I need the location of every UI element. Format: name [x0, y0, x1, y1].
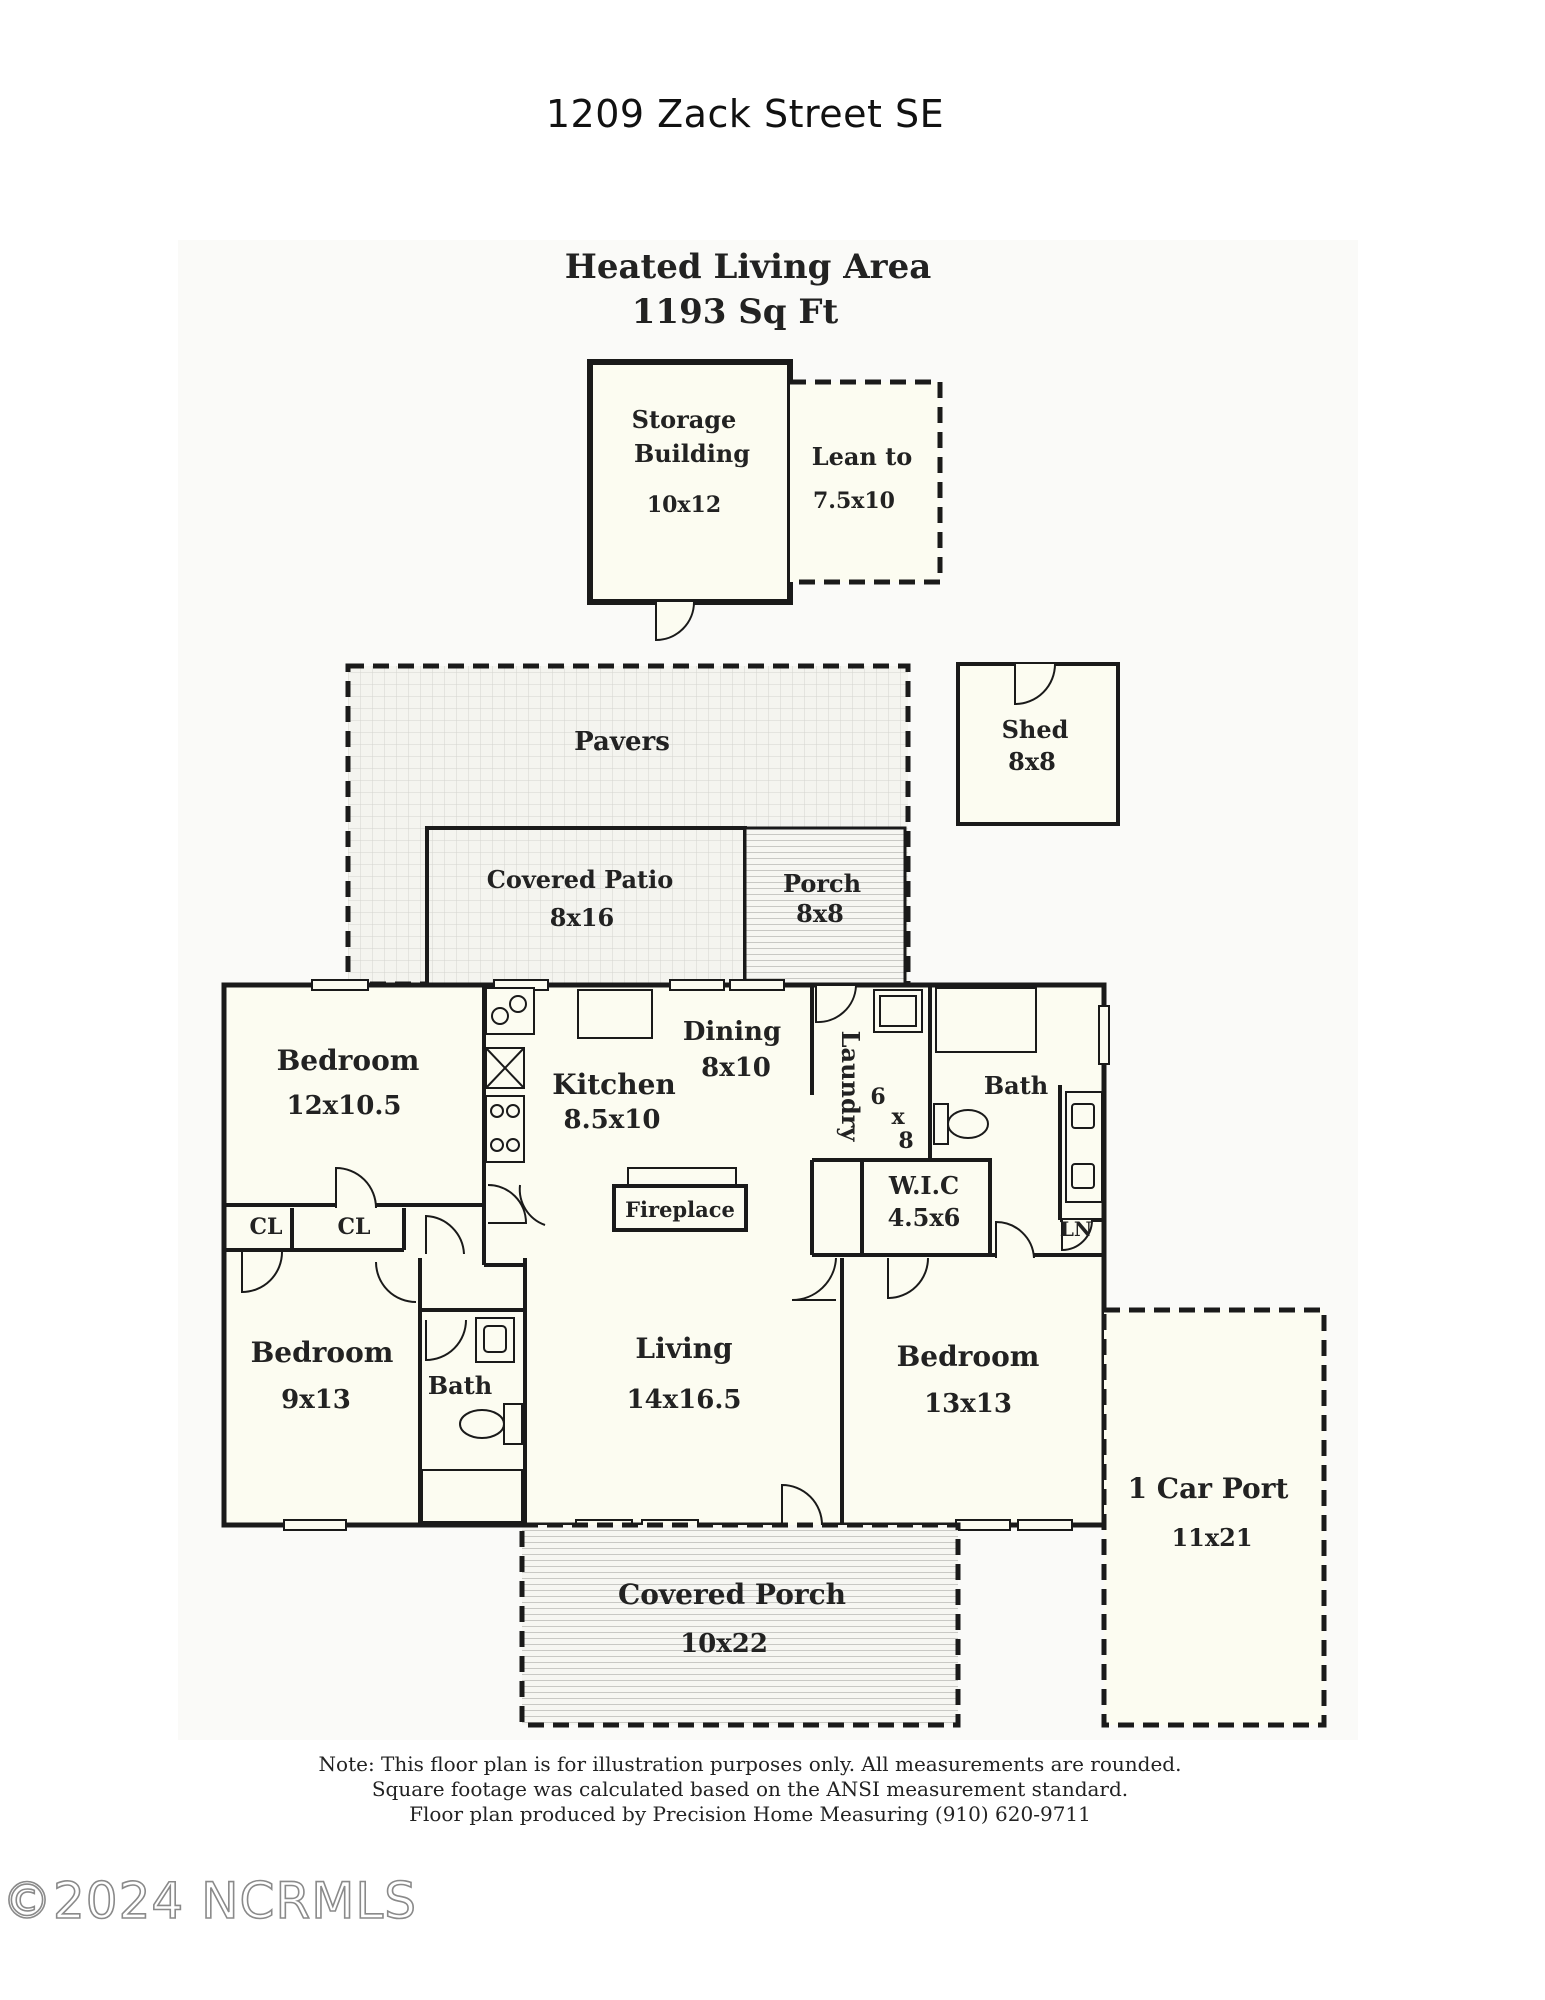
- carport-dims: 11x21: [1171, 1523, 1252, 1552]
- lean-to-dims: 7.5x10: [813, 488, 895, 514]
- kitchen-dims: 8.5x10: [564, 1105, 661, 1135]
- pavers-label: Pavers: [574, 727, 670, 757]
- copyright-watermark: ©2024 NCRMLS: [1, 1871, 417, 1931]
- covered-patio-dims: 8x16: [550, 903, 614, 932]
- carport: [1101, 1307, 1327, 1728]
- shed-door-icon: [1014, 663, 1056, 706]
- fireplace-label: Fireplace: [625, 1197, 735, 1222]
- covered-porch: [519, 1522, 961, 1728]
- fireplace: [612, 1184, 748, 1232]
- ne-bath-fixtures: [873, 987, 1103, 1203]
- bedroom-nw-dims: 12x10.5: [286, 1091, 401, 1121]
- porch-dims: 8x8: [796, 899, 844, 928]
- lean-to: [790, 379, 943, 585]
- bedroom-nw-label: Bedroom: [277, 1044, 420, 1077]
- laundry-dim-x: x: [891, 1104, 905, 1130]
- fireplace-hearth: [627, 1167, 737, 1187]
- shed-label: Shed: [1002, 715, 1069, 744]
- covered-patio-label: Covered Patio: [487, 865, 674, 894]
- bedroom-sw-dims: 9x13: [281, 1385, 351, 1415]
- bedroom-se-dims: 13x13: [924, 1389, 1012, 1419]
- lean-to-label: Lean to: [812, 442, 913, 471]
- disclaimer-note: Note: This floor plan is for illustratio…: [270, 1752, 1230, 1827]
- linen-label: LN: [1060, 1217, 1092, 1241]
- covered-porch-dims: 10x22: [680, 1629, 768, 1659]
- note-line-1: Note: This floor plan is for illustratio…: [318, 1752, 1182, 1776]
- laundry-dim-b: 8: [898, 1128, 913, 1154]
- bedroom-se-label: Bedroom: [897, 1340, 1040, 1373]
- note-line-2: Square footage was calculated based on t…: [371, 1777, 1129, 1801]
- interior-walls: [224, 985, 1104, 1525]
- door-swings: [241, 985, 1093, 1526]
- storage-door-icon: [655, 601, 695, 642]
- porch: [743, 826, 907, 987]
- shed-dims: 8x8: [1008, 747, 1056, 776]
- living-label: Living: [635, 1332, 732, 1365]
- storage-label-2: Building: [634, 439, 750, 468]
- kitchen-fixtures: [485, 987, 653, 1163]
- center-bath-fixtures: [421, 1317, 523, 1523]
- carport-label: 1 Car Port: [1128, 1472, 1289, 1505]
- laundry-label: Laundry: [836, 1031, 865, 1143]
- kitchen-label: Kitchen: [552, 1068, 675, 1101]
- closet-2-label: CL: [338, 1214, 371, 1240]
- porch-label: Porch: [783, 869, 861, 898]
- storage-dims: 10x12: [647, 492, 721, 518]
- note-line-3: Floor plan produced by Precision Home Me…: [409, 1802, 1091, 1826]
- bath-center-label: Bath: [428, 1371, 492, 1400]
- bath-ne-label: Bath: [984, 1071, 1048, 1100]
- closet-1-label: CL: [250, 1214, 283, 1240]
- wic-label: W.I.C: [888, 1171, 959, 1200]
- living-dims: 14x16.5: [626, 1385, 741, 1415]
- covered-porch-label: Covered Porch: [618, 1578, 846, 1611]
- storage-building: [587, 359, 793, 605]
- address-title: 1209 Zack Street SE: [545, 92, 945, 136]
- wic-dims: 4.5x6: [888, 1203, 961, 1232]
- storage-label-1: Storage: [632, 405, 737, 434]
- bedroom-sw-label: Bedroom: [251, 1336, 394, 1369]
- dining-label: Dining: [683, 1017, 781, 1047]
- heated-area-sqft: 1193 Sq Ft: [632, 292, 839, 332]
- laundry-dim-a: 6: [870, 1084, 885, 1110]
- heated-area-title: Heated Living Area: [565, 247, 932, 287]
- dining-dims: 8x10: [701, 1053, 771, 1083]
